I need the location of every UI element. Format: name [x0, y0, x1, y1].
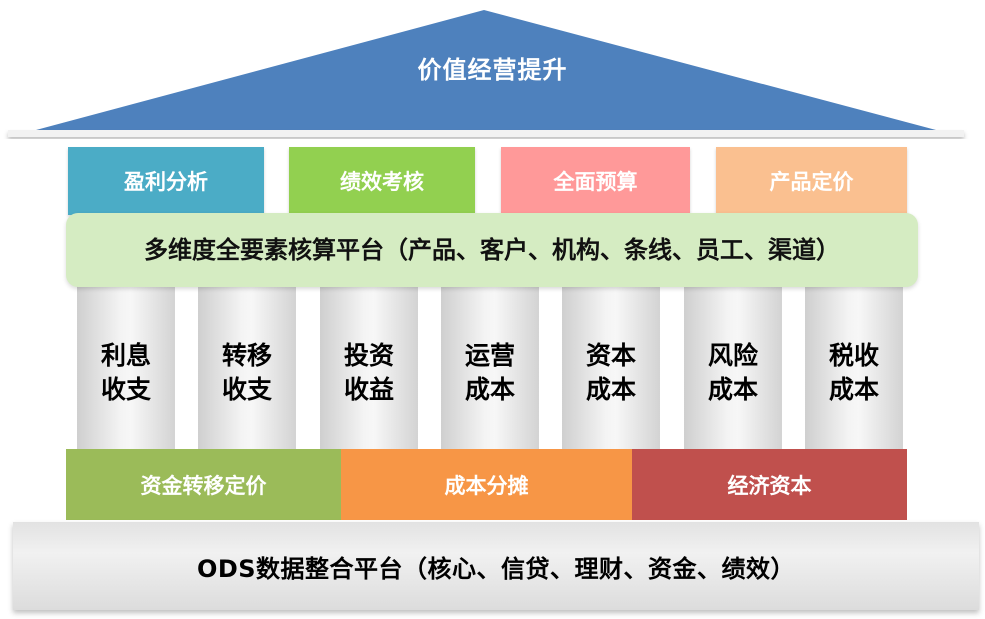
pillar-capital: 资本成本: [562, 272, 660, 452]
pillar-interest: 利息收支: [77, 272, 175, 452]
accounting-platform-band: 多维度全要素核算平台（产品、客户、机构、条线、员工、渠道）: [66, 213, 918, 287]
pillar-label: 运营成本: [464, 341, 515, 404]
roof: [8, 10, 964, 137]
band-fund-transfer-pricing: 资金转移定价: [66, 449, 341, 520]
pillar-transfer: 转移收支: [198, 272, 296, 452]
band-cost-allocation: 成本分摊: [341, 449, 632, 520]
ods-platform-base: ODS数据整合平台（核心、信贷、理财、资金、绩效）: [13, 522, 979, 610]
pillar-operations: 运营成本: [441, 272, 539, 452]
pillar-investment: 投资收益: [320, 272, 418, 452]
pillar-label: 资本成本: [585, 341, 636, 404]
pillar-label: 税收成本: [828, 341, 879, 404]
pillar-label: 投资收益: [343, 341, 394, 404]
category-product-pricing: 产品定价: [716, 147, 907, 215]
roof-shape: [36, 10, 936, 130]
roof-title: 价值经营提升: [417, 56, 568, 84]
accounting-platform-label: 多维度全要素核算平台（产品、客户、机构、条线、员工、渠道）: [144, 236, 840, 264]
ods-platform-label: ODS数据整合平台（核心、信贷、理财、资金、绩效）: [196, 554, 796, 583]
category-budget: 全面预算: [501, 147, 690, 215]
roof-eave: [8, 130, 964, 137]
band-economic-capital: 经济资本: [632, 449, 907, 520]
pillar-label: 转移收支: [221, 341, 272, 404]
category-profit-analysis: 盈利分析: [68, 147, 264, 215]
pillar-label: 风险成本: [707, 341, 758, 404]
pillar-risk: 风险成本: [684, 272, 782, 452]
pillar-tax: 税收成本: [805, 272, 903, 452]
pillar-label: 利息收支: [100, 341, 151, 404]
category-performance-review: 绩效考核: [289, 147, 475, 215]
